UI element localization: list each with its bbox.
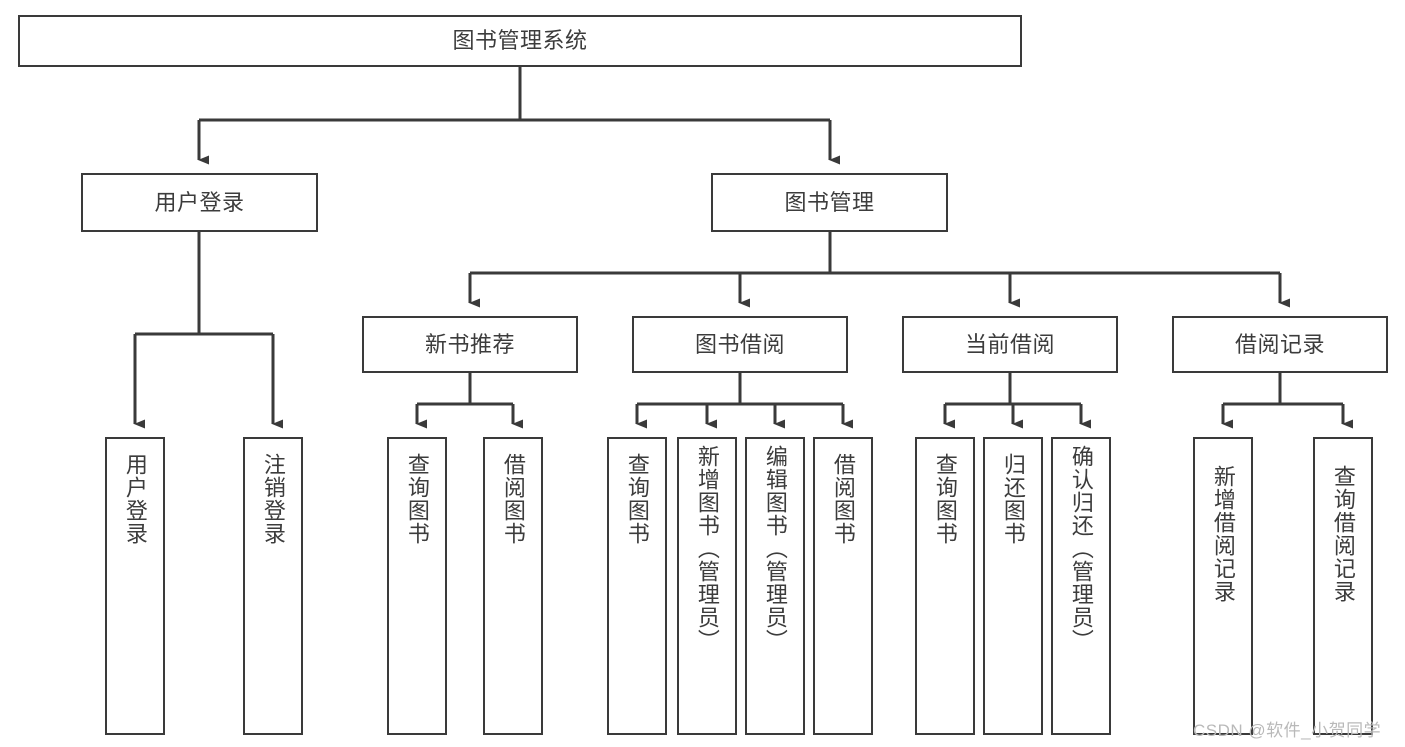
node-current-borrow[interactable]: 当前借阅 <box>902 316 1118 373</box>
node-leaf-borrow-book-1[interactable]: 借阅图书 <box>483 437 543 735</box>
node-book-borrow[interactable]: 图书借阅 <box>632 316 848 373</box>
node-user-login-label: 用户登录 <box>154 189 245 215</box>
node-leaf-query-book-2[interactable]: 查询图书 <box>607 437 667 735</box>
node-book-manage-label: 图书管理 <box>784 189 875 215</box>
node-leaf-borrow-book-1-label: 借阅图书 <box>500 453 526 545</box>
node-book-manage[interactable]: 图书管理 <box>711 173 948 232</box>
node-leaf-query-book-3[interactable]: 查询图书 <box>915 437 975 735</box>
node-borrow-record-label: 借阅记录 <box>1234 331 1325 357</box>
node-leaf-return-book-label: 归还图书 <box>1000 453 1026 545</box>
node-leaf-query-record-label: 查询借阅记录 <box>1330 465 1356 603</box>
node-current-borrow-label: 当前借阅 <box>964 331 1055 357</box>
node-book-borrow-label: 图书借阅 <box>694 331 785 357</box>
node-leaf-add-book-label: 新增图书（管理员） <box>694 445 720 652</box>
node-leaf-query-book-1[interactable]: 查询图书 <box>387 437 447 735</box>
node-leaf-query-record[interactable]: 查询借阅记录 <box>1313 437 1373 735</box>
node-leaf-edit-book-label: 编辑图书（管理员） <box>762 445 788 652</box>
node-borrow-record[interactable]: 借阅记录 <box>1172 316 1388 373</box>
node-leaf-query-book-1-label: 查询图书 <box>404 453 430 545</box>
node-leaf-logout-label: 注销登录 <box>260 453 286 545</box>
node-leaf-query-book-2-label: 查询图书 <box>624 453 650 545</box>
node-leaf-user-login-label: 用户登录 <box>122 453 148 545</box>
node-user-login[interactable]: 用户登录 <box>81 173 318 232</box>
node-leaf-add-record[interactable]: 新增借阅记录 <box>1193 437 1253 735</box>
node-leaf-user-login[interactable]: 用户登录 <box>105 437 165 735</box>
node-leaf-confirm-return-label: 确认归还（管理员） <box>1068 445 1094 652</box>
node-leaf-query-book-3-label: 查询图书 <box>932 453 958 545</box>
node-leaf-edit-book[interactable]: 编辑图书（管理员） <box>745 437 805 735</box>
node-root[interactable]: 图书管理系统 <box>18 15 1022 67</box>
node-leaf-borrow-book-2[interactable]: 借阅图书 <box>813 437 873 735</box>
node-leaf-confirm-return[interactable]: 确认归还（管理员） <box>1051 437 1111 735</box>
node-new-book-recommend[interactable]: 新书推荐 <box>362 316 578 373</box>
csdn-watermark: CSDN @软件_小贺同学 <box>1193 721 1382 740</box>
node-leaf-add-record-label: 新增借阅记录 <box>1210 465 1236 603</box>
node-leaf-borrow-book-2-label: 借阅图书 <box>830 453 856 545</box>
node-new-book-recommend-label: 新书推荐 <box>424 331 515 357</box>
node-root-label: 图书管理系统 <box>452 28 588 54</box>
node-leaf-add-book[interactable]: 新增图书（管理员） <box>677 437 737 735</box>
node-leaf-return-book[interactable]: 归还图书 <box>983 437 1043 735</box>
node-leaf-logout[interactable]: 注销登录 <box>243 437 303 735</box>
